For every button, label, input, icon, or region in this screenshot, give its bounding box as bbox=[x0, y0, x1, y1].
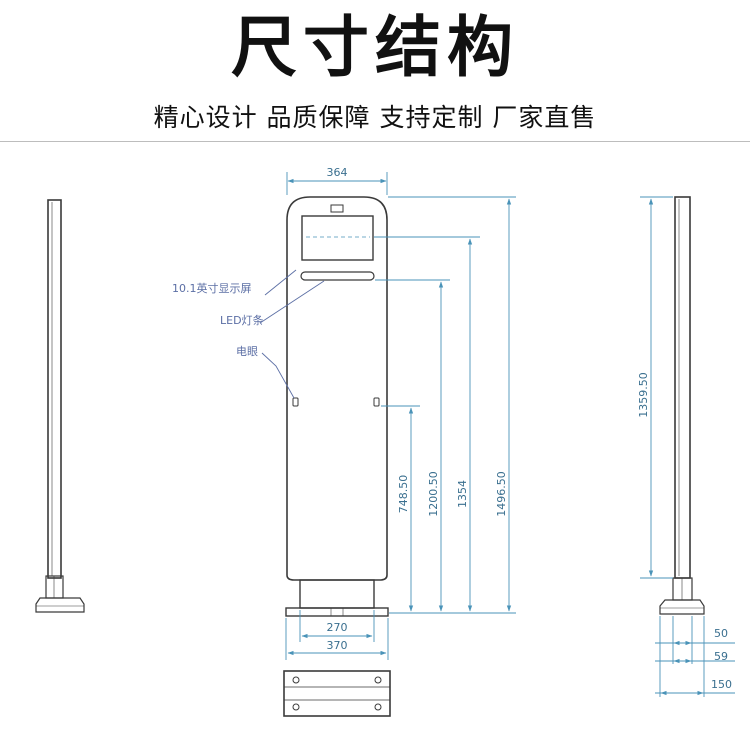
page-subtitle: 精心设计 品质保障 支持定制 厂家直售 bbox=[153, 103, 597, 132]
dim-side-50: 50 bbox=[714, 627, 728, 640]
page-title: 尺寸结构 bbox=[231, 9, 519, 86]
front-base bbox=[285, 607, 389, 617]
callout-leaders bbox=[259, 269, 325, 399]
dim-led-height: 1200.50 bbox=[427, 471, 440, 517]
led-strip bbox=[300, 271, 375, 281]
left-side-view bbox=[35, 199, 85, 613]
dim-base-inner: 270 bbox=[327, 621, 348, 634]
dim-top-width: 364 bbox=[327, 166, 348, 179]
right-side-view bbox=[659, 196, 705, 615]
dim-side-height: 1359.50 bbox=[637, 372, 650, 418]
display-screen bbox=[301, 215, 374, 261]
front-dimensions bbox=[285, 172, 516, 660]
base-plan-view bbox=[283, 670, 391, 717]
camera-slot bbox=[330, 204, 344, 213]
dim-side-150: 150 bbox=[711, 678, 732, 691]
header-divider bbox=[0, 141, 750, 142]
dim-total-height: 1496.50 bbox=[495, 471, 508, 517]
eye-sensor-left bbox=[292, 397, 299, 407]
dim-screen-height: 1354 bbox=[456, 480, 469, 508]
eye-sensor-right bbox=[373, 397, 380, 407]
dim-eye-height: 748.50 bbox=[397, 475, 410, 514]
callout-led-label: LED灯条 bbox=[220, 313, 264, 327]
dim-side-59: 59 bbox=[714, 650, 728, 663]
callout-display-label: 10.1英寸显示屏 bbox=[172, 281, 252, 295]
side-dimensions bbox=[640, 196, 735, 697]
front-body-outline bbox=[286, 196, 388, 581]
front-neck bbox=[299, 579, 375, 609]
front-view bbox=[285, 196, 389, 617]
dim-base-outer: 370 bbox=[327, 639, 348, 652]
callout-eye-label: 电眼 bbox=[236, 345, 258, 358]
